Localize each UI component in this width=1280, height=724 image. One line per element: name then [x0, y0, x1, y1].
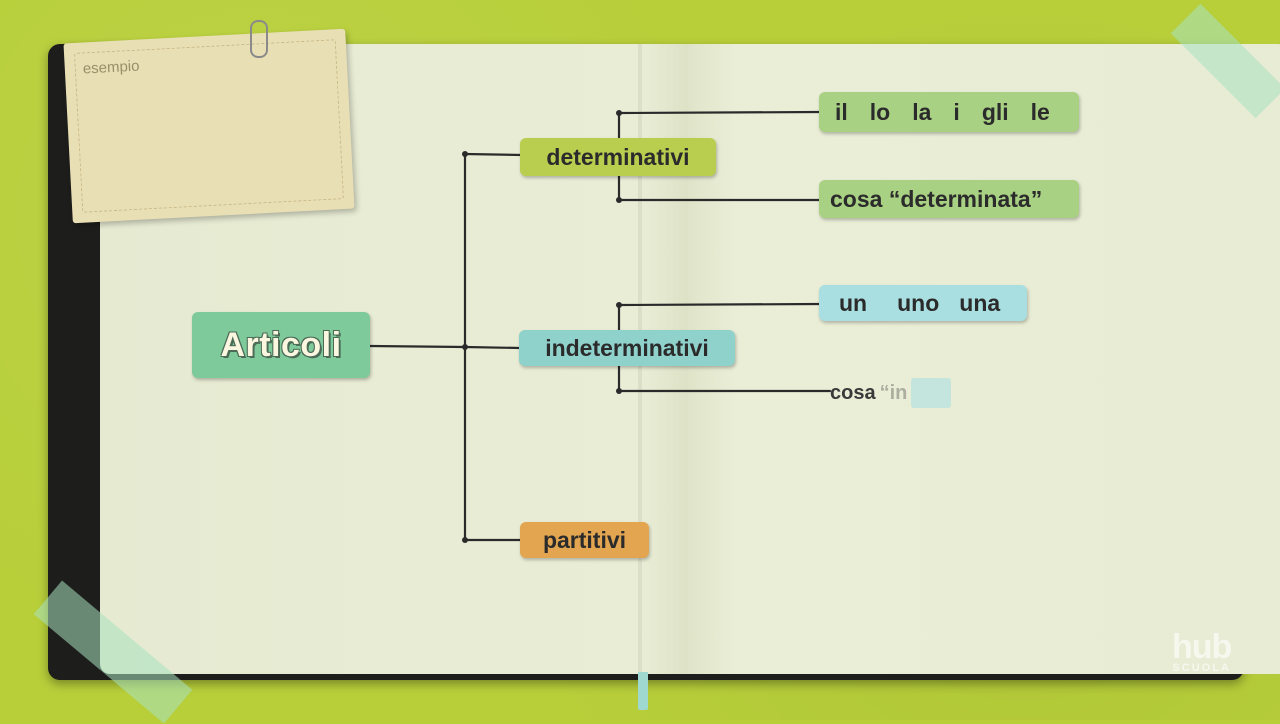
article-un: un — [839, 289, 868, 316]
node-determinativi: determinativi — [520, 138, 716, 176]
connector-ind-examples — [617, 302, 822, 307]
connector-det — [463, 152, 524, 157]
node-determinativi-examples: il lo la i gli le — [819, 92, 1079, 132]
bookmark-ribbon — [638, 672, 648, 710]
paperclip-icon — [250, 20, 268, 58]
article-la: la — [912, 98, 932, 125]
article-una: una — [959, 289, 1001, 316]
notebook-right-page — [688, 44, 1280, 674]
article-uno: uno — [897, 289, 940, 316]
meaning-word: cosa — [830, 381, 876, 404]
article-i: i — [953, 98, 960, 125]
connector-det-examples — [617, 110, 822, 115]
meaning-fading-box — [911, 378, 952, 408]
node-partitivi: partitivi — [520, 522, 649, 558]
article-il: il — [835, 98, 848, 125]
node-determinativi-meaning: cosa “determinata” — [819, 180, 1079, 218]
meaning-fading-text: “in — [879, 381, 908, 404]
article-lo: lo — [869, 98, 891, 125]
article-gli: gli — [981, 98, 1009, 125]
node-indeterminativi-meaning-partial: cosa “in — [830, 378, 952, 408]
node-indeterminativi: indeterminativi — [519, 330, 735, 366]
node-indeterminativi-examples: un uno una — [819, 285, 1027, 321]
connector-root-trunk — [368, 344, 467, 349]
connector-ind — [463, 345, 522, 350]
logo-sub-text: SCUOLA — [1172, 662, 1231, 674]
article-le: le — [1030, 98, 1050, 125]
node-articoli: Articoli — [192, 312, 370, 378]
logo-main-text: hub — [1172, 628, 1232, 666]
hub-scuola-logo: hub SCUOLA — [1172, 628, 1232, 674]
